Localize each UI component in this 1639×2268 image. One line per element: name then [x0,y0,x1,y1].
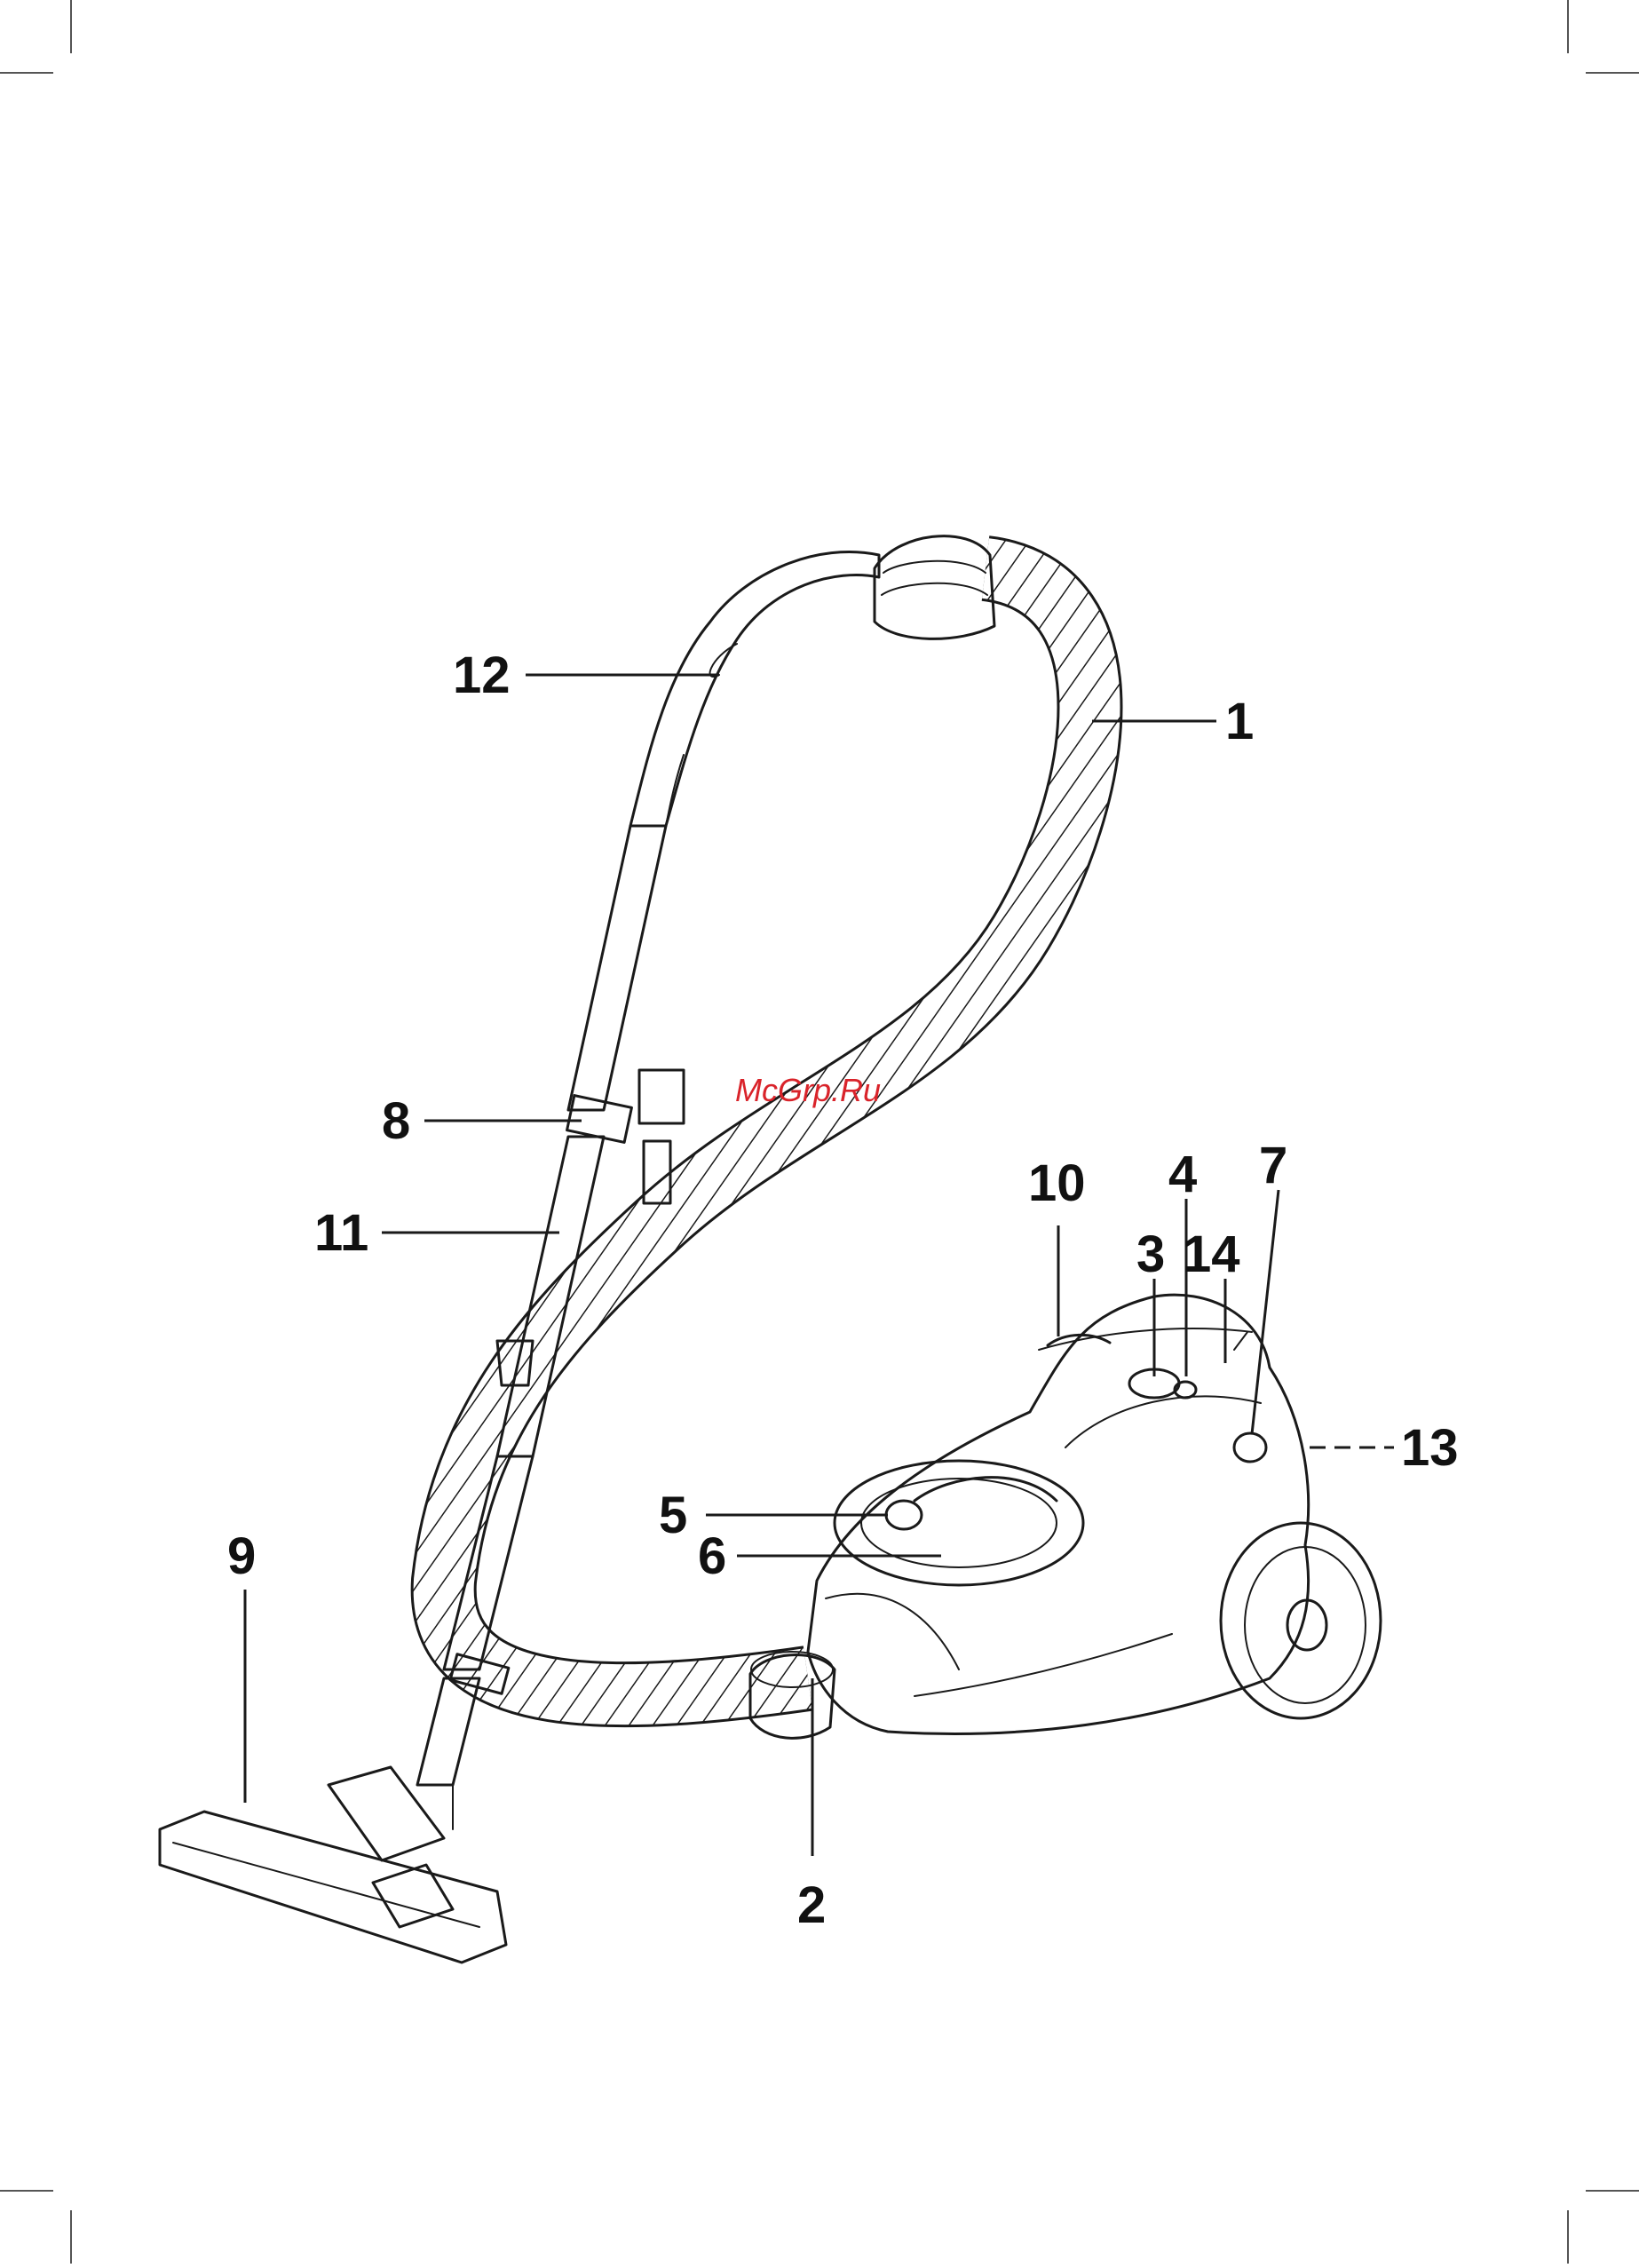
floor-brush [160,1767,506,1963]
callout-13: 13 [1401,1419,1459,1477]
callout-1: 1 [1225,693,1254,750]
callout-2: 2 [797,1876,826,1934]
callout-8: 8 [382,1092,410,1150]
dust-container [835,1461,1083,1585]
callout-labels: 1 2 3 4 5 6 7 8 9 10 11 12 13 14 [227,646,1459,1934]
callout-9: 9 [227,1527,256,1585]
callout-14: 14 [1183,1225,1240,1283]
callout-6: 6 [698,1527,726,1585]
callout-11: 11 [314,1204,368,1262]
callout-4: 4 [1168,1146,1197,1203]
hose-coupling [875,536,994,639]
callout-5: 5 [659,1487,687,1544]
callout-10: 10 [1028,1154,1086,1212]
watermark: McGrp.Ru [735,1072,881,1108]
handle [630,552,879,826]
rear-wheel [1221,1523,1381,1718]
callout-12: 12 [453,646,511,704]
callout-3: 3 [1136,1225,1165,1283]
flexible-hose [444,568,1090,1694]
callout-7: 7 [1259,1137,1287,1194]
control-parts [886,1332,1266,1529]
